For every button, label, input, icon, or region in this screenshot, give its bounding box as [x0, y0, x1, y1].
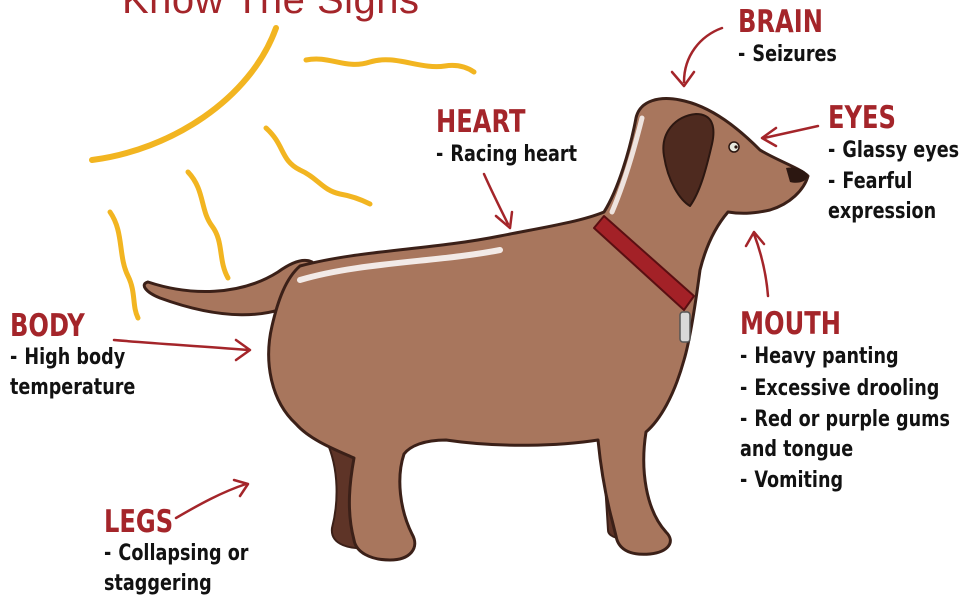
brain-arrow	[672, 28, 722, 86]
page-title: Know The Signs	[122, 0, 420, 23]
region-mouth: MOUTH -Heavy panting -Excessive drooling…	[740, 308, 965, 497]
collar-tag	[680, 312, 690, 342]
symptom-list: -Glassy eyes -Fearful expression	[828, 135, 965, 227]
symptom-item: -Fearful expression	[828, 167, 948, 227]
region-heart: HEART -Racing heart	[436, 106, 612, 171]
symptom-item: -Glassy eyes	[828, 135, 959, 167]
symptom-list: -Collapsing or staggering	[104, 539, 304, 599]
symptom-item: -Seizures	[738, 39, 837, 71]
symptom-item: -Excessive drooling	[740, 373, 956, 405]
symptom-item: -Vomiting	[740, 465, 956, 497]
region-body: BODY -High body temperature	[10, 310, 210, 403]
symptom-item: -Red or purple gums and tongue	[740, 405, 956, 465]
region-heading: LEGS	[104, 506, 260, 539]
region-eyes: EYES -Glassy eyes -Fearful expression	[828, 102, 965, 227]
region-legs: LEGS -Collapsing or staggering	[104, 506, 304, 599]
symptom-item: -High body temperature	[10, 343, 170, 403]
region-heading: BODY	[10, 310, 166, 343]
eyes-arrow	[762, 126, 818, 146]
mouth-arrow	[746, 232, 768, 296]
heart-arrow	[484, 174, 512, 228]
region-brain: BRAIN -Seizures	[738, 6, 862, 71]
region-heading: HEART	[436, 106, 573, 139]
region-heading: EYES	[828, 102, 956, 135]
symptom-item: -Heavy panting	[740, 341, 956, 373]
symptom-list: -Seizures	[738, 39, 862, 71]
sun-icon	[92, 28, 276, 160]
symptom-item: -Racing heart	[436, 139, 577, 171]
region-heading: BRAIN	[738, 6, 834, 39]
symptom-list: -Racing heart	[436, 139, 612, 171]
region-heading: MOUTH	[740, 308, 951, 341]
symptom-item: -Collapsing or staggering	[104, 539, 264, 599]
symptom-list: -Heavy panting -Excessive drooling -Red …	[740, 341, 965, 497]
symptom-list: -High body temperature	[10, 343, 210, 403]
